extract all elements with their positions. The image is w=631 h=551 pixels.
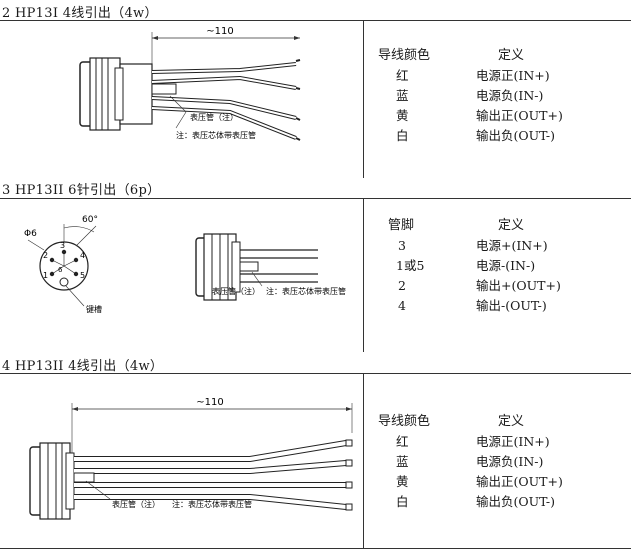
section-3-title: 4 HP13II 4线引出（4w） <box>2 359 164 374</box>
table-cell-color: 蓝 <box>396 88 409 103</box>
section-3-tube-label: 表压管（注） <box>112 499 160 509</box>
section-3-table: 导线颜色 定义 红 电源正(IN+) 蓝 电源负(IN-) 黄 输出正(OUT+… <box>378 412 563 512</box>
section-3-table-header-color: 导线颜色 <box>378 414 431 429</box>
table-cell-color: 蓝 <box>396 454 409 469</box>
table-cell-definition: 电源正(IN+) <box>476 434 550 449</box>
table-cell-definition: 输出正(OUT+) <box>476 474 563 489</box>
table-cell-color: 白 <box>396 494 409 509</box>
table-cell-pin: 4 <box>398 298 406 313</box>
section-2-tube-label: 表压管（注） <box>212 286 260 296</box>
section-2-table-header-definition: 定义 <box>498 218 525 233</box>
table-row: 黄 输出正(OUT+) <box>378 472 563 492</box>
table-cell-pin: 2 <box>398 278 406 293</box>
table-cell-definition: 输出负(OUT-) <box>476 494 555 509</box>
section-2-drawing: 3 2 4 1 5 6 Φ6 60° 键槽 表压管（注） 注：表压芯体带表压管 <box>24 215 346 314</box>
pin-label-2: 2 <box>43 251 48 260</box>
angle-label: 60° <box>82 215 98 225</box>
pin-label-3: 3 <box>60 241 65 250</box>
table-row: 红 电源正(IN+) <box>378 66 563 86</box>
table-cell-definition: 电源正(IN+) <box>476 68 550 83</box>
section-3-note: 注：表压芯体带表压管 <box>172 499 252 509</box>
diameter-label: Φ6 <box>24 229 37 239</box>
section-1-divider <box>363 20 364 178</box>
table-cell-definition: 输出+(OUT+) <box>476 278 561 293</box>
table-cell-definition: 输出-(OUT-) <box>476 298 547 313</box>
section-3-top-rule <box>0 373 631 374</box>
table-cell-color: 红 <box>396 434 409 449</box>
table-cell-definition: 电源负(IN-) <box>476 88 544 103</box>
table-cell-definition: 输出正(OUT+) <box>476 108 563 123</box>
section-1-note: 注：表压芯体带表压管 <box>176 130 256 140</box>
table-cell-definition: 电源-(IN-) <box>476 258 536 273</box>
section-1-table-header-color: 导线颜色 <box>378 48 431 63</box>
section-1-title: 2 HP13I 4线引出（4w） <box>2 6 158 21</box>
table-row: 3 电源+(IN+) <box>388 236 561 256</box>
section-2-note: 注：表压芯体带表压管 <box>266 286 346 296</box>
pin-label-4: 4 <box>80 251 85 260</box>
section-3-drawing: ~110 表压管（注） 注：表压芯体带表压管 <box>29 397 353 520</box>
notch-label: 键槽 <box>86 304 102 314</box>
table-cell-definition: 电源+(IN+) <box>476 238 548 253</box>
section-1-table: 导线颜色 定义 红 电源正(IN+) 蓝 电源负(IN-) 黄 输出正(OUT+… <box>378 46 563 146</box>
section-2-table-header-pin: 管脚 <box>388 218 415 233</box>
section-3-dimension: ~110 <box>196 397 223 408</box>
section-2-divider <box>363 198 364 352</box>
table-row: 1或5 电源-(IN-) <box>388 256 561 276</box>
table-cell-pin: 1或5 <box>396 258 425 273</box>
table-cell-color: 黄 <box>396 474 409 489</box>
table-row: 4 输出-(OUT-) <box>388 296 561 316</box>
section-1-table-header-definition: 定义 <box>498 48 525 63</box>
section-2-title: 3 HP13II 6针引出（6p） <box>2 183 161 198</box>
section-2-top-rule <box>0 198 631 199</box>
section-2-table: 管脚 定义 3 电源+(IN+) 1或5 电源-(IN-) 2 输出+(OUT+… <box>388 216 561 316</box>
table-row: 白 输出负(OUT-) <box>378 492 563 512</box>
table-row: 2 输出+(OUT+) <box>388 276 561 296</box>
table-row: 白 输出负(OUT-) <box>378 126 563 146</box>
table-row: 蓝 电源负(IN-) <box>378 86 563 106</box>
table-row: 黄 输出正(OUT+) <box>378 106 563 126</box>
table-cell-definition: 输出负(OUT-) <box>476 128 555 143</box>
table-cell-color: 白 <box>396 128 409 143</box>
table-cell-pin: 3 <box>398 238 406 253</box>
bottom-rule <box>0 548 631 549</box>
table-cell-definition: 电源负(IN-) <box>476 454 544 469</box>
table-cell-color: 黄 <box>396 108 409 123</box>
section-3-divider <box>363 373 364 549</box>
table-cell-color: 红 <box>396 68 409 83</box>
table-row: 蓝 电源负(IN-) <box>378 452 563 472</box>
table-row: 红 电源正(IN+) <box>378 432 563 452</box>
section-1-drawing: ~110 表压管（注） 注：表压芯体带表压管 <box>79 26 301 141</box>
pin-label-6: 6 <box>58 266 63 274</box>
section-1-top-rule <box>0 20 631 21</box>
pin-label-1: 1 <box>43 271 48 280</box>
section-1-dimension: ~110 <box>206 26 233 37</box>
section-1-tube-label: 表压管（注） <box>190 112 238 122</box>
section-3-table-header-definition: 定义 <box>498 414 525 429</box>
pin-label-5: 5 <box>80 271 85 280</box>
